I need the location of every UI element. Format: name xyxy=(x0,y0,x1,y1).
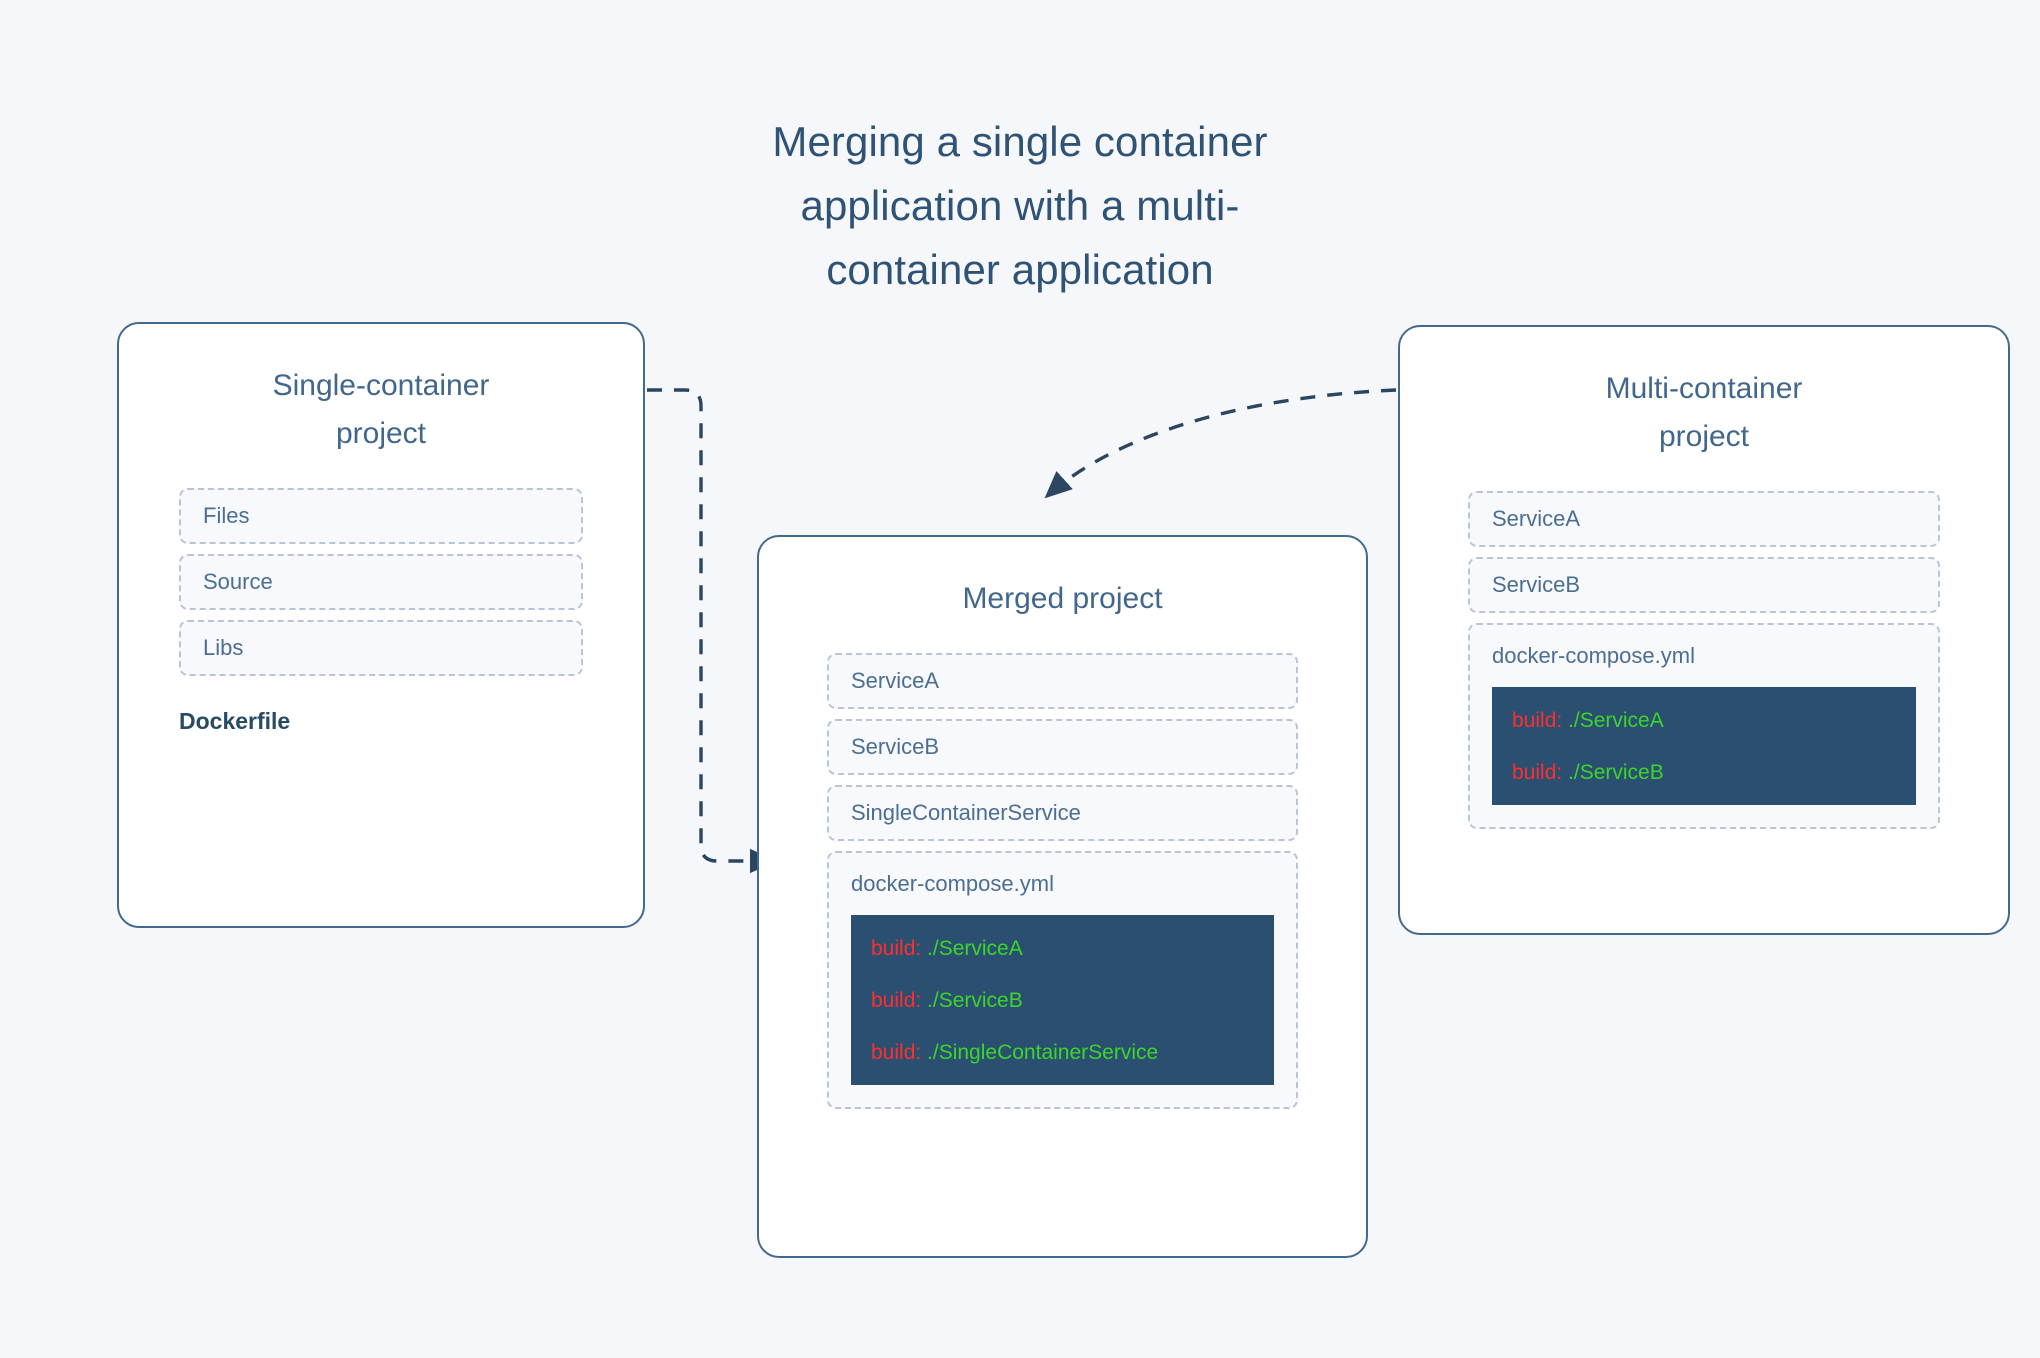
code-key: build: xyxy=(1512,761,1563,784)
code-key: build: xyxy=(871,937,922,960)
dockerfile-entry: Dockerfile xyxy=(179,708,291,734)
list-item-compose-file[interactable]: docker-compose.yml build: ./ServiceA bui… xyxy=(1468,623,1940,829)
code-line: build: ./ServiceA xyxy=(871,937,1254,961)
list-item[interactable]: Source xyxy=(179,554,583,610)
panel-merged-project: Merged project ServiceA ServiceB SingleC… xyxy=(757,535,1368,1258)
panel-multi-title: Multi-container project xyxy=(1605,372,1803,453)
code-value: ./ServiceB xyxy=(1562,761,1664,784)
panel-multi-container-project: Multi-container project ServiceA Service… xyxy=(1398,325,2010,935)
code-value: ./SingleContainerService xyxy=(921,1041,1159,1064)
list-item[interactable]: Libs xyxy=(179,620,583,676)
connector-multi-to-merged xyxy=(1044,388,1397,499)
multi-items-list: ServiceA ServiceB docker-compose.yml bui… xyxy=(1468,491,1940,829)
connector-single-to-merged xyxy=(647,388,778,874)
code-key: build: xyxy=(1512,709,1563,732)
code-line: build: ./ServiceA xyxy=(1512,709,1896,733)
compose-code-block: build: ./ServiceA build: ./ServiceB buil… xyxy=(851,915,1274,1085)
code-line: build: ./ServiceB xyxy=(871,989,1254,1013)
compose-code-block: build: ./ServiceA build: ./ServiceB xyxy=(1492,687,1916,805)
item-label: SingleContainerService xyxy=(851,800,1081,825)
code-value: ./ServiceB xyxy=(921,989,1023,1012)
panel-single-container-project: Single-container project Files Source Li… xyxy=(117,322,645,928)
panel-merged-title: Merged project xyxy=(962,582,1163,615)
compose-file-label: docker-compose.yml xyxy=(1492,643,1695,668)
item-label: ServiceB xyxy=(1492,572,1581,597)
page-title: Merging a single container application w… xyxy=(772,118,1268,293)
list-item-compose-file[interactable]: docker-compose.yml build: ./ServiceA bui… xyxy=(827,851,1298,1109)
item-label: Libs xyxy=(203,635,244,660)
list-item[interactable]: Files xyxy=(179,488,583,544)
panel-single-title: Single-container project xyxy=(272,369,490,450)
single-items-list: Files Source Libs xyxy=(179,488,583,676)
list-item[interactable]: ServiceB xyxy=(827,719,1298,775)
code-value: ./ServiceA xyxy=(1562,709,1664,732)
code-line: build: ./SingleContainerService xyxy=(871,1041,1254,1065)
item-label: Files xyxy=(203,503,250,528)
item-label: ServiceA xyxy=(1492,506,1581,531)
code-value: ./ServiceA xyxy=(921,937,1023,960)
code-key: build: xyxy=(871,1041,922,1064)
list-item[interactable]: SingleContainerService xyxy=(827,785,1298,841)
code-line: build: ./ServiceB xyxy=(1512,761,1896,785)
merged-items-list: ServiceA ServiceB SingleContainerService… xyxy=(827,653,1298,1109)
list-item[interactable]: ServiceA xyxy=(1468,491,1940,547)
list-item[interactable]: ServiceA xyxy=(827,653,1298,709)
item-label: Source xyxy=(203,569,273,594)
list-item[interactable]: ServiceB xyxy=(1468,557,1940,613)
code-key: build: xyxy=(871,989,922,1012)
item-label: ServiceB xyxy=(851,734,940,759)
item-label: ServiceA xyxy=(851,668,940,693)
compose-file-label: docker-compose.yml xyxy=(851,871,1054,896)
